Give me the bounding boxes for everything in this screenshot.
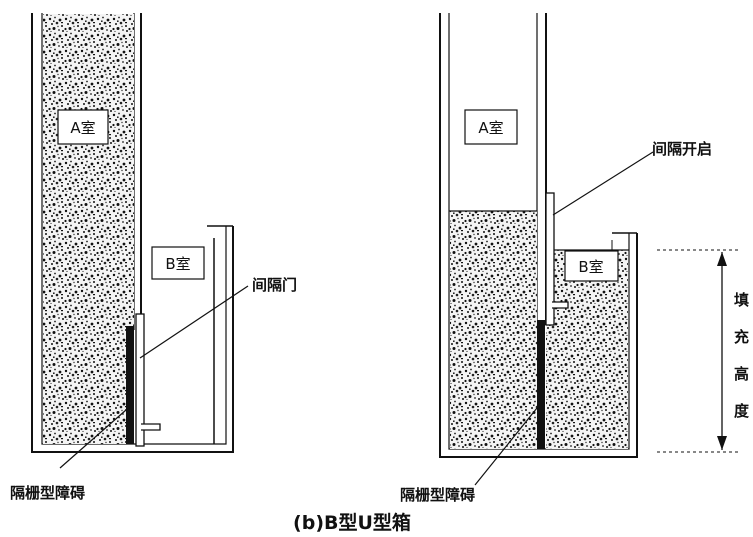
right-chamber-b-fill	[546, 250, 628, 449]
right-chamber-a-label: A室	[478, 119, 503, 137]
right-chamber-b-label: B室	[578, 258, 603, 276]
left-gate	[135, 313, 145, 447]
right-gate-handle	[552, 301, 569, 309]
left-chamber-b-label: B室	[165, 255, 190, 273]
right-barrier-label: 隔栅型障碍	[400, 486, 475, 504]
left-gate-label: 间隔门	[252, 276, 297, 294]
right-chamber-a-fill	[450, 211, 537, 449]
left-gate-leader	[139, 285, 249, 359]
fill-height-dimension	[657, 249, 738, 453]
right-barrier-leader	[474, 407, 538, 486]
fill-height-char-3: 高	[734, 365, 749, 383]
left-barrier	[126, 326, 134, 444]
left-barrier-label: 隔栅型障碍	[10, 484, 85, 502]
right-barrier	[537, 320, 545, 449]
figure-caption: (b)B型U型箱	[293, 511, 411, 534]
fill-height-char-1: 填	[734, 291, 749, 309]
left-container-outline	[31, 13, 234, 453]
left-chamber-a-label: A室	[70, 119, 95, 137]
fill-height-char-2: 充	[734, 328, 749, 346]
right-gate-open-label: 间隔开启	[652, 140, 712, 158]
right-gate	[545, 192, 555, 326]
left-panel: A室 B室 间隔门 隔栅型障碍	[10, 13, 297, 502]
left-barrier-leader	[59, 409, 127, 469]
fill-height-char-4: 度	[734, 402, 750, 420]
right-gate-leader	[552, 151, 654, 216]
left-chamber-a-fill	[43, 14, 134, 444]
right-panel: A室 B室 间隔开启 隔栅型障碍 填 充 高 度	[400, 13, 750, 504]
left-gate-handle	[141, 423, 161, 431]
